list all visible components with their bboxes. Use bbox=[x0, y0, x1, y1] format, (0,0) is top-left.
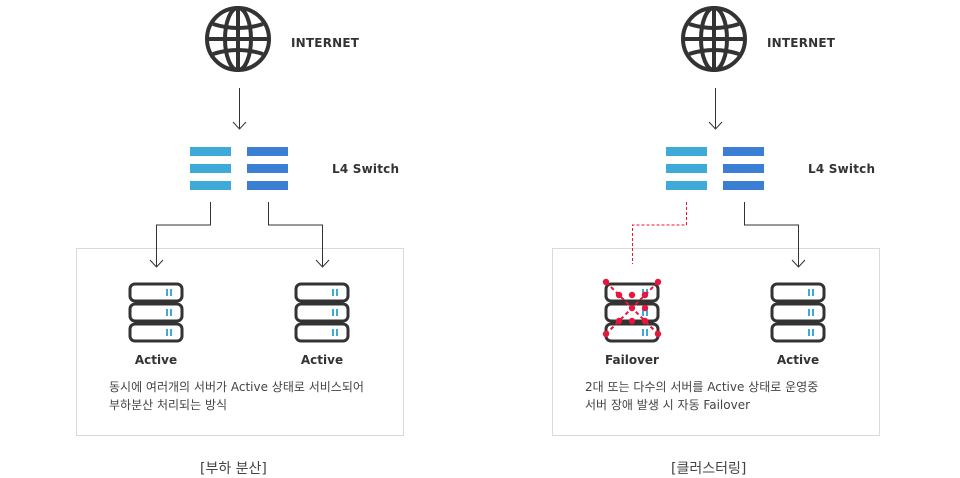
failure-x-icon bbox=[602, 278, 662, 338]
l4-switch-icon bbox=[666, 147, 764, 190]
l4-switch-label: L4 Switch bbox=[332, 162, 400, 176]
internet-label: INTERNET bbox=[291, 36, 360, 50]
internet-label: INTERNET bbox=[767, 36, 836, 50]
load-balancing-panel: INTERNET L4 Switch Active bbox=[76, 6, 404, 477]
server-2-icon bbox=[294, 282, 350, 343]
description-line-2: 서버 장애 발생 시 자동 Failover bbox=[585, 398, 751, 412]
internet-to-switch-arrow bbox=[232, 88, 247, 130]
clustering-panel: INTERNET L4 Switch bbox=[476, 0, 956, 478]
server-2-label: Active bbox=[300, 353, 344, 367]
server-2-icon bbox=[770, 282, 826, 343]
server-1-label: Active bbox=[134, 353, 178, 367]
switch-to-failed-server-connector bbox=[632, 202, 687, 264]
failed-server-label: Failover bbox=[605, 353, 659, 367]
description: 2대 또는 다수의 서버를 Active 상태로 운영중 서버 장애 발생 시 … bbox=[585, 378, 818, 414]
server-2-label: Active bbox=[776, 353, 820, 367]
switch-to-server-1-connector bbox=[149, 202, 211, 268]
switch-to-server-2-connector bbox=[744, 202, 806, 268]
internet-to-switch-arrow bbox=[708, 88, 723, 130]
internet-globe-icon bbox=[681, 6, 747, 72]
server-1-icon bbox=[128, 282, 184, 343]
description-line-1: 동시에 여러개의 서버가 Active 상태로 서비스되어 bbox=[109, 380, 364, 394]
description-line-2: 부하분산 처리되는 방식 bbox=[109, 398, 228, 412]
l4-switch-icon bbox=[190, 147, 288, 190]
description: 동시에 여러개의 서버가 Active 상태로 서비스되어 부하분산 처리되는 … bbox=[109, 378, 364, 414]
switch-to-server-2-connector bbox=[268, 202, 330, 268]
l4-switch-label: L4 Switch bbox=[808, 162, 876, 176]
server-group-box bbox=[76, 248, 404, 436]
caption: [부하 분산] bbox=[200, 461, 267, 477]
description-line-1: 2대 또는 다수의 서버를 Active 상태로 운영중 bbox=[585, 380, 819, 394]
caption: [클러스터링] bbox=[671, 461, 747, 477]
internet-globe-icon bbox=[205, 6, 271, 72]
